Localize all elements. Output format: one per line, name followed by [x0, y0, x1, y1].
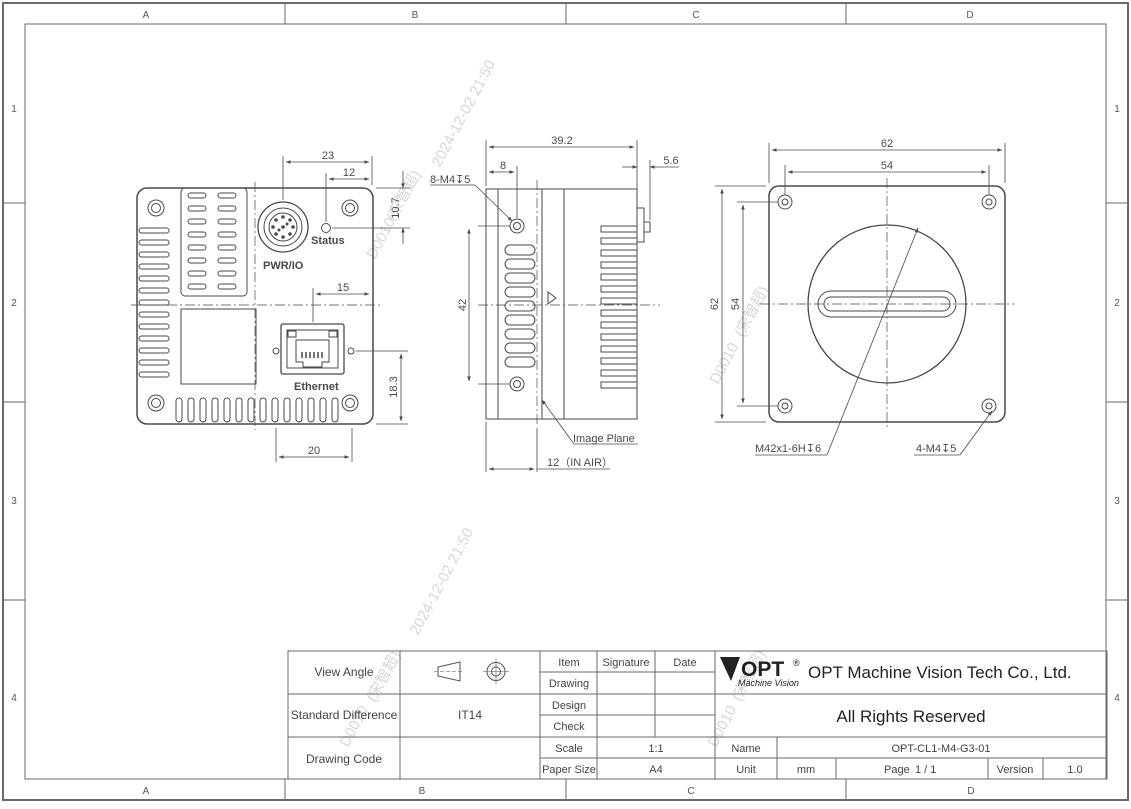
side-view-text: 39.2 8 5.6 42 8-M4↧5 Image Plane 12（IN A… [430, 135, 679, 469]
watermark-date: 2024-12-02 21:50 [429, 57, 500, 170]
watermarks: D0010 (宋智超) 2024-12-02 21:50 D0010 (宋智超)… [337, 57, 773, 750]
logo-text: OPT [741, 658, 784, 681]
zone-col-c-bottom: C [687, 786, 694, 797]
side-logo-icon [547, 291, 557, 305]
left-fins [138, 227, 170, 378]
watermark-name: (宋智超) [383, 167, 425, 224]
zone-col-b-top: B [412, 10, 419, 21]
dim-back-mid: 15 [337, 282, 349, 294]
title-block [287, 650, 1108, 780]
unit-label: Unit [736, 764, 756, 776]
zone-row-3-left: 3 [11, 496, 17, 507]
zone-col-d-top: D [966, 10, 973, 21]
zone-col-a-top: A [143, 10, 150, 21]
connector-label: PWR/IO [263, 260, 304, 272]
page-label: Page [884, 764, 910, 776]
back-view-text: PWR/IO Status Ethernet 23 12 10.7 15 18.… [263, 150, 402, 457]
standard-difference-label: Standard Difference [291, 708, 398, 722]
dim-back-top-outer: 23 [322, 150, 334, 162]
logo-sub: Machine Vision [738, 678, 799, 688]
callout-front-holes: 4-M4↧5 [916, 443, 956, 455]
zone-row-2-left: 2 [11, 298, 17, 309]
dim-front-width-inner: 54 [881, 160, 893, 172]
front-dimensions [715, 143, 1006, 456]
back-view [131, 156, 410, 462]
design-label: Design [552, 700, 586, 712]
check-label: Check [553, 721, 585, 733]
title-block-text: View Angle Standard Difference IT14 Draw… [291, 657, 1083, 776]
callout-mount: M42x1-6H↧6 [755, 443, 821, 455]
front-view-text: 62 54 62 54 M42x1-6H↧6 4-M4↧5 [709, 138, 956, 455]
dim-front-width-outer: 62 [881, 138, 893, 150]
status-led-icon [321, 223, 331, 233]
zone-col-d-bottom: D [967, 786, 974, 797]
ethernet-label: Ethernet [294, 381, 339, 393]
name-label: Name [731, 743, 760, 755]
front-view [715, 143, 1014, 456]
callout-image-plane: Image Plane [573, 433, 635, 445]
unit-value: mm [797, 764, 815, 776]
dim-back-top-inner: 12 [343, 167, 355, 179]
date-label: Date [673, 657, 696, 669]
dim-side-length: 39.2 [551, 135, 572, 147]
item-label: Item [558, 657, 579, 669]
name-value: OPT-CL1-M4-G3-01 [891, 743, 990, 755]
zone-col-b-bottom: B [419, 786, 426, 797]
back-dimensions [275, 156, 410, 462]
company-name: OPT Machine Vision Tech Co., Ltd. [808, 663, 1072, 682]
logo-registered: ® [793, 658, 800, 668]
side-rear-fins [600, 225, 638, 389]
signature-label: Signature [602, 657, 649, 669]
view-angle-label: View Angle [314, 665, 373, 679]
callout-in-air: 12（IN AIR） [547, 456, 613, 469]
scale-label: Scale [555, 743, 583, 755]
rights-text: All Rights Reserved [836, 707, 985, 726]
dim-back-right-top: 10.7 [390, 197, 402, 218]
dim-side-front: 8 [500, 160, 506, 172]
page-value: 1 / 1 [915, 764, 936, 776]
zone-row-4-right: 4 [1114, 693, 1120, 704]
dim-front-height-inner: 54 [730, 298, 742, 310]
projection-symbol-icon [434, 659, 509, 684]
dim-back-bottom: 20 [308, 445, 320, 457]
dim-side-rear: 5.6 [663, 155, 678, 167]
zone-row-2-right: 2 [1114, 298, 1120, 309]
side-dimensions [430, 140, 679, 472]
drawing-code-label: Drawing Code [306, 752, 382, 766]
drawing-label: Drawing [549, 678, 589, 690]
paper-size-value: A4 [649, 764, 662, 776]
lens-mount [807, 224, 967, 384]
dim-front-height-outer: 62 [709, 298, 721, 310]
bottom-fins [175, 397, 339, 423]
watermark-date: 2024-12-02 21:50 [407, 525, 478, 638]
zone-row-1-left: 1 [11, 104, 17, 115]
back-corner-holes [147, 199, 359, 412]
watermark-name: (宋智超) [731, 283, 773, 340]
side-view [430, 140, 679, 472]
zone-labels: A B C D A B C D 1 2 3 4 1 2 3 4 [11, 10, 1120, 797]
zone-col-c-top: C [692, 10, 699, 21]
ethernet-port [272, 323, 355, 375]
opt-logo-icon [720, 657, 740, 681]
version-value: 1.0 [1067, 764, 1082, 776]
callout-side-holes: 8-M4↧5 [430, 174, 470, 186]
paper-size-label: Paper Size [542, 764, 596, 776]
vent-slots-grid [187, 192, 237, 290]
dim-side-height: 42 [457, 299, 469, 311]
zone-row-3-right: 3 [1114, 496, 1120, 507]
zone-row-4-left: 4 [11, 693, 17, 704]
status-label: Status [311, 235, 345, 247]
side-vent-slots [504, 244, 536, 368]
standard-difference-value: IT14 [458, 708, 482, 722]
version-label: Version [997, 764, 1034, 776]
zone-row-1-right: 1 [1114, 104, 1120, 115]
zone-col-a-bottom: A [143, 786, 150, 797]
watermark-id: D0010 [707, 340, 743, 387]
dim-back-right-bottom: 18.3 [388, 376, 400, 397]
scale-value: 1:1 [648, 743, 663, 755]
pwr-io-connector [257, 201, 309, 253]
